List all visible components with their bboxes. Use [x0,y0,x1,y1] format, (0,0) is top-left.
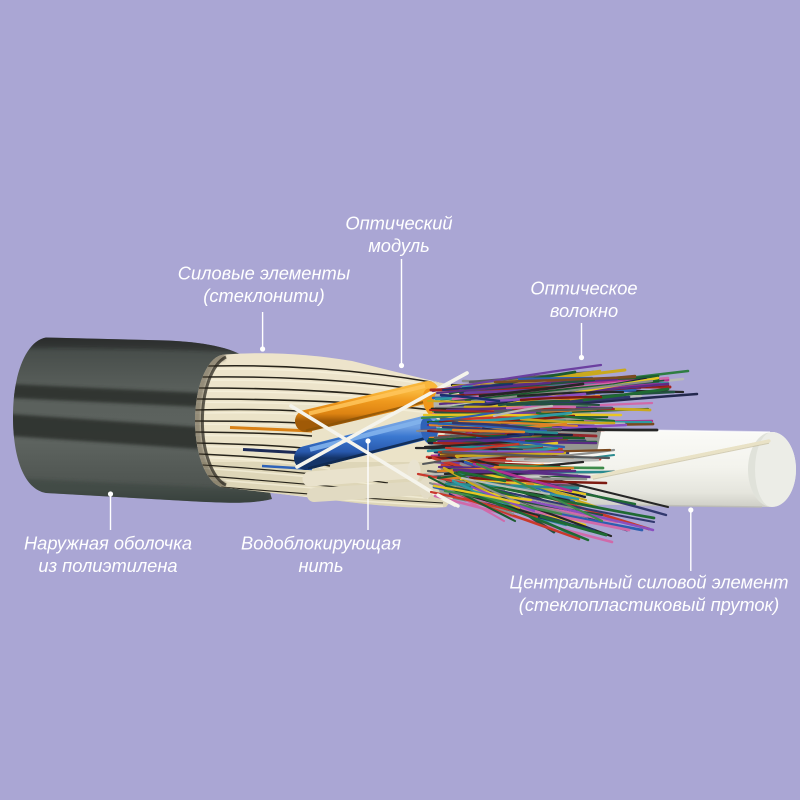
svg-text:(стеклопластиковый пруток): (стеклопластиковый пруток) [519,594,780,615]
svg-text:нить: нить [298,555,343,576]
svg-text:Наружная оболочка: Наружная оболочка [24,533,192,554]
svg-text:Силовые элементы: Силовые элементы [178,263,351,284]
svg-text:из полиэтилена: из полиэтилена [38,555,177,576]
svg-text:(стеклонити): (стеклонити) [203,285,324,306]
svg-text:Водоблокирующая: Водоблокирующая [241,533,401,554]
svg-text:Оптическое: Оптическое [530,278,637,299]
svg-text:Оптический: Оптический [345,213,452,234]
svg-text:волокно: волокно [550,300,618,321]
svg-text:Центральный силовой элемент: Центральный силовой элемент [510,572,789,593]
svg-text:модуль: модуль [368,235,429,256]
